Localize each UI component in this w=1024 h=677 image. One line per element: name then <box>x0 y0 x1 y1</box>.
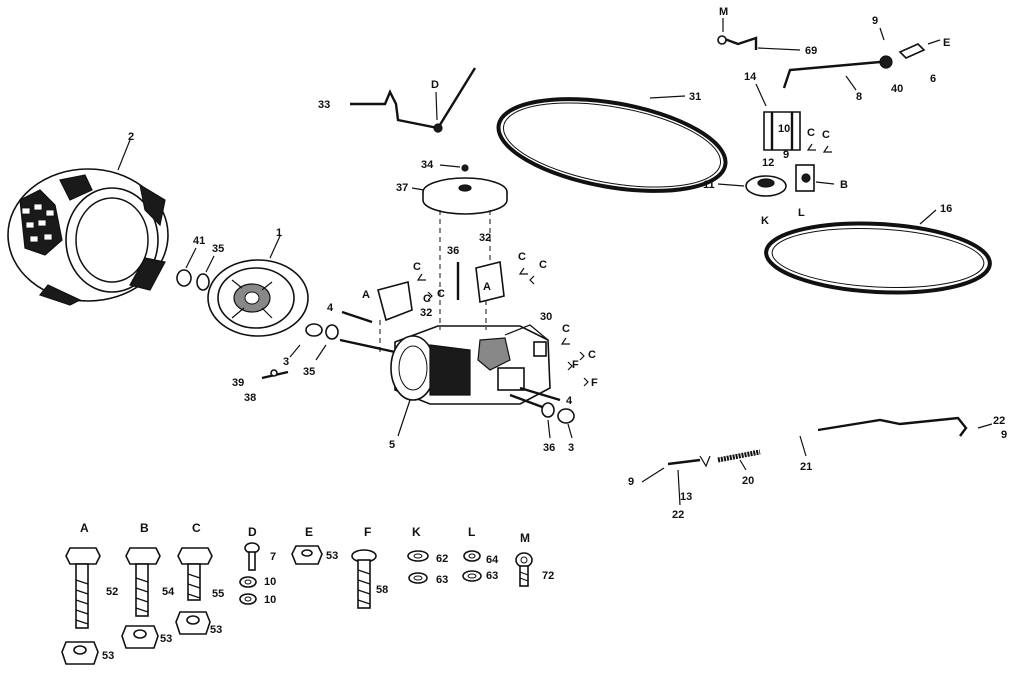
label-38: 38 <box>244 392 256 404</box>
label-36a: 36 <box>447 245 459 257</box>
label-A2: A <box>483 281 491 293</box>
transmission-pulley <box>422 177 508 215</box>
label-K-top: K <box>761 215 769 227</box>
label-8: 8 <box>856 91 862 103</box>
label-9a: 9 <box>872 15 878 27</box>
label-3b: 3 <box>568 442 574 454</box>
label-9c: 9 <box>1001 429 1007 441</box>
label-10: 10 <box>778 123 790 135</box>
label-9b: 9 <box>783 149 789 161</box>
label-33: 33 <box>318 99 330 111</box>
label-21: 21 <box>800 461 812 473</box>
label-C6: C <box>518 251 526 263</box>
legend-header-D: D <box>248 525 257 539</box>
nut-41 <box>176 269 192 287</box>
label-11: 11 <box>703 179 715 191</box>
label-31: 31 <box>689 91 701 103</box>
legend-64: 64 <box>486 554 499 566</box>
legend-header-A: A <box>80 521 89 535</box>
legend-53a: 53 <box>102 650 114 662</box>
label-20: 20 <box>742 475 754 487</box>
label-69: 69 <box>805 45 817 57</box>
label-9d: 9 <box>628 476 634 488</box>
label-C9: C <box>588 349 596 361</box>
label-40: 40 <box>891 83 903 95</box>
hardware-legend: A 52 53 B 54 53 C 55 53 D 7 10 <box>61 521 554 665</box>
label-13: 13 <box>680 491 692 503</box>
label-C5: C <box>423 293 431 305</box>
label-M-top: M <box>719 6 728 18</box>
label-A1: A <box>362 289 370 301</box>
legend-53c: 53 <box>210 624 222 636</box>
label-3a: 3 <box>283 356 289 368</box>
label-22a: 22 <box>993 415 1005 427</box>
label-F1: F <box>572 359 579 371</box>
label-12: 12 <box>762 157 774 169</box>
legend-7: 7 <box>270 551 276 563</box>
label-C3: C <box>413 261 421 273</box>
legend-55: 55 <box>212 588 224 600</box>
legend-header-B: B <box>140 521 149 535</box>
label-5: 5 <box>389 439 395 451</box>
transaxle-housing <box>390 324 551 405</box>
legend-72: 72 <box>542 570 554 582</box>
label-L-top: L <box>798 207 805 219</box>
legend-62: 62 <box>436 553 448 565</box>
wheel-hub <box>207 259 309 337</box>
legend-58: 58 <box>376 584 388 596</box>
label-35a: 35 <box>212 243 224 255</box>
label-35b: 35 <box>303 366 315 378</box>
legend-53d: 53 <box>326 550 338 562</box>
label-22b: 22 <box>672 509 684 521</box>
label-34: 34 <box>421 159 434 171</box>
legend-header-L: L <box>468 525 475 539</box>
legend-10b: 10 <box>264 594 276 606</box>
label-C7: C <box>539 259 547 271</box>
label-2: 2 <box>128 131 134 143</box>
legend-63b: 63 <box>486 570 498 582</box>
label-32b: 32 <box>479 232 491 244</box>
tire <box>7 168 169 306</box>
legend-header-K: K <box>412 525 421 539</box>
label-C2: C <box>822 129 830 141</box>
label-1: 1 <box>276 227 282 239</box>
legend-header-F: F <box>364 525 371 539</box>
label-37: 37 <box>396 182 408 194</box>
label-41: 41 <box>193 235 205 247</box>
label-D-top: D <box>431 79 439 91</box>
legend-63a: 63 <box>436 574 448 586</box>
label-4a: 4 <box>327 302 334 314</box>
legend-10a: 10 <box>264 576 276 588</box>
legend-52: 52 <box>106 586 118 598</box>
label-B-top: B <box>840 179 848 191</box>
label-14: 14 <box>744 71 757 83</box>
label-C8: C <box>562 323 570 335</box>
label-E-top: E <box>943 37 950 49</box>
washer-35 <box>196 273 210 291</box>
label-32a: 32 <box>420 307 432 319</box>
label-39: 39 <box>232 377 244 389</box>
legend-53b: 53 <box>160 633 172 645</box>
label-F2: F <box>591 377 598 389</box>
label-6: 6 <box>930 73 936 85</box>
legend-header-C: C <box>192 521 201 535</box>
label-C1: C <box>807 127 815 139</box>
legend-header-E: E <box>305 525 313 539</box>
label-4b: 4 <box>566 395 573 407</box>
label-16: 16 <box>940 203 952 215</box>
label-36b: 36 <box>543 442 555 454</box>
legend-header-M: M <box>520 531 530 545</box>
legend-54: 54 <box>162 586 175 598</box>
label-30: 30 <box>540 311 552 323</box>
label-C4: C <box>437 288 445 300</box>
